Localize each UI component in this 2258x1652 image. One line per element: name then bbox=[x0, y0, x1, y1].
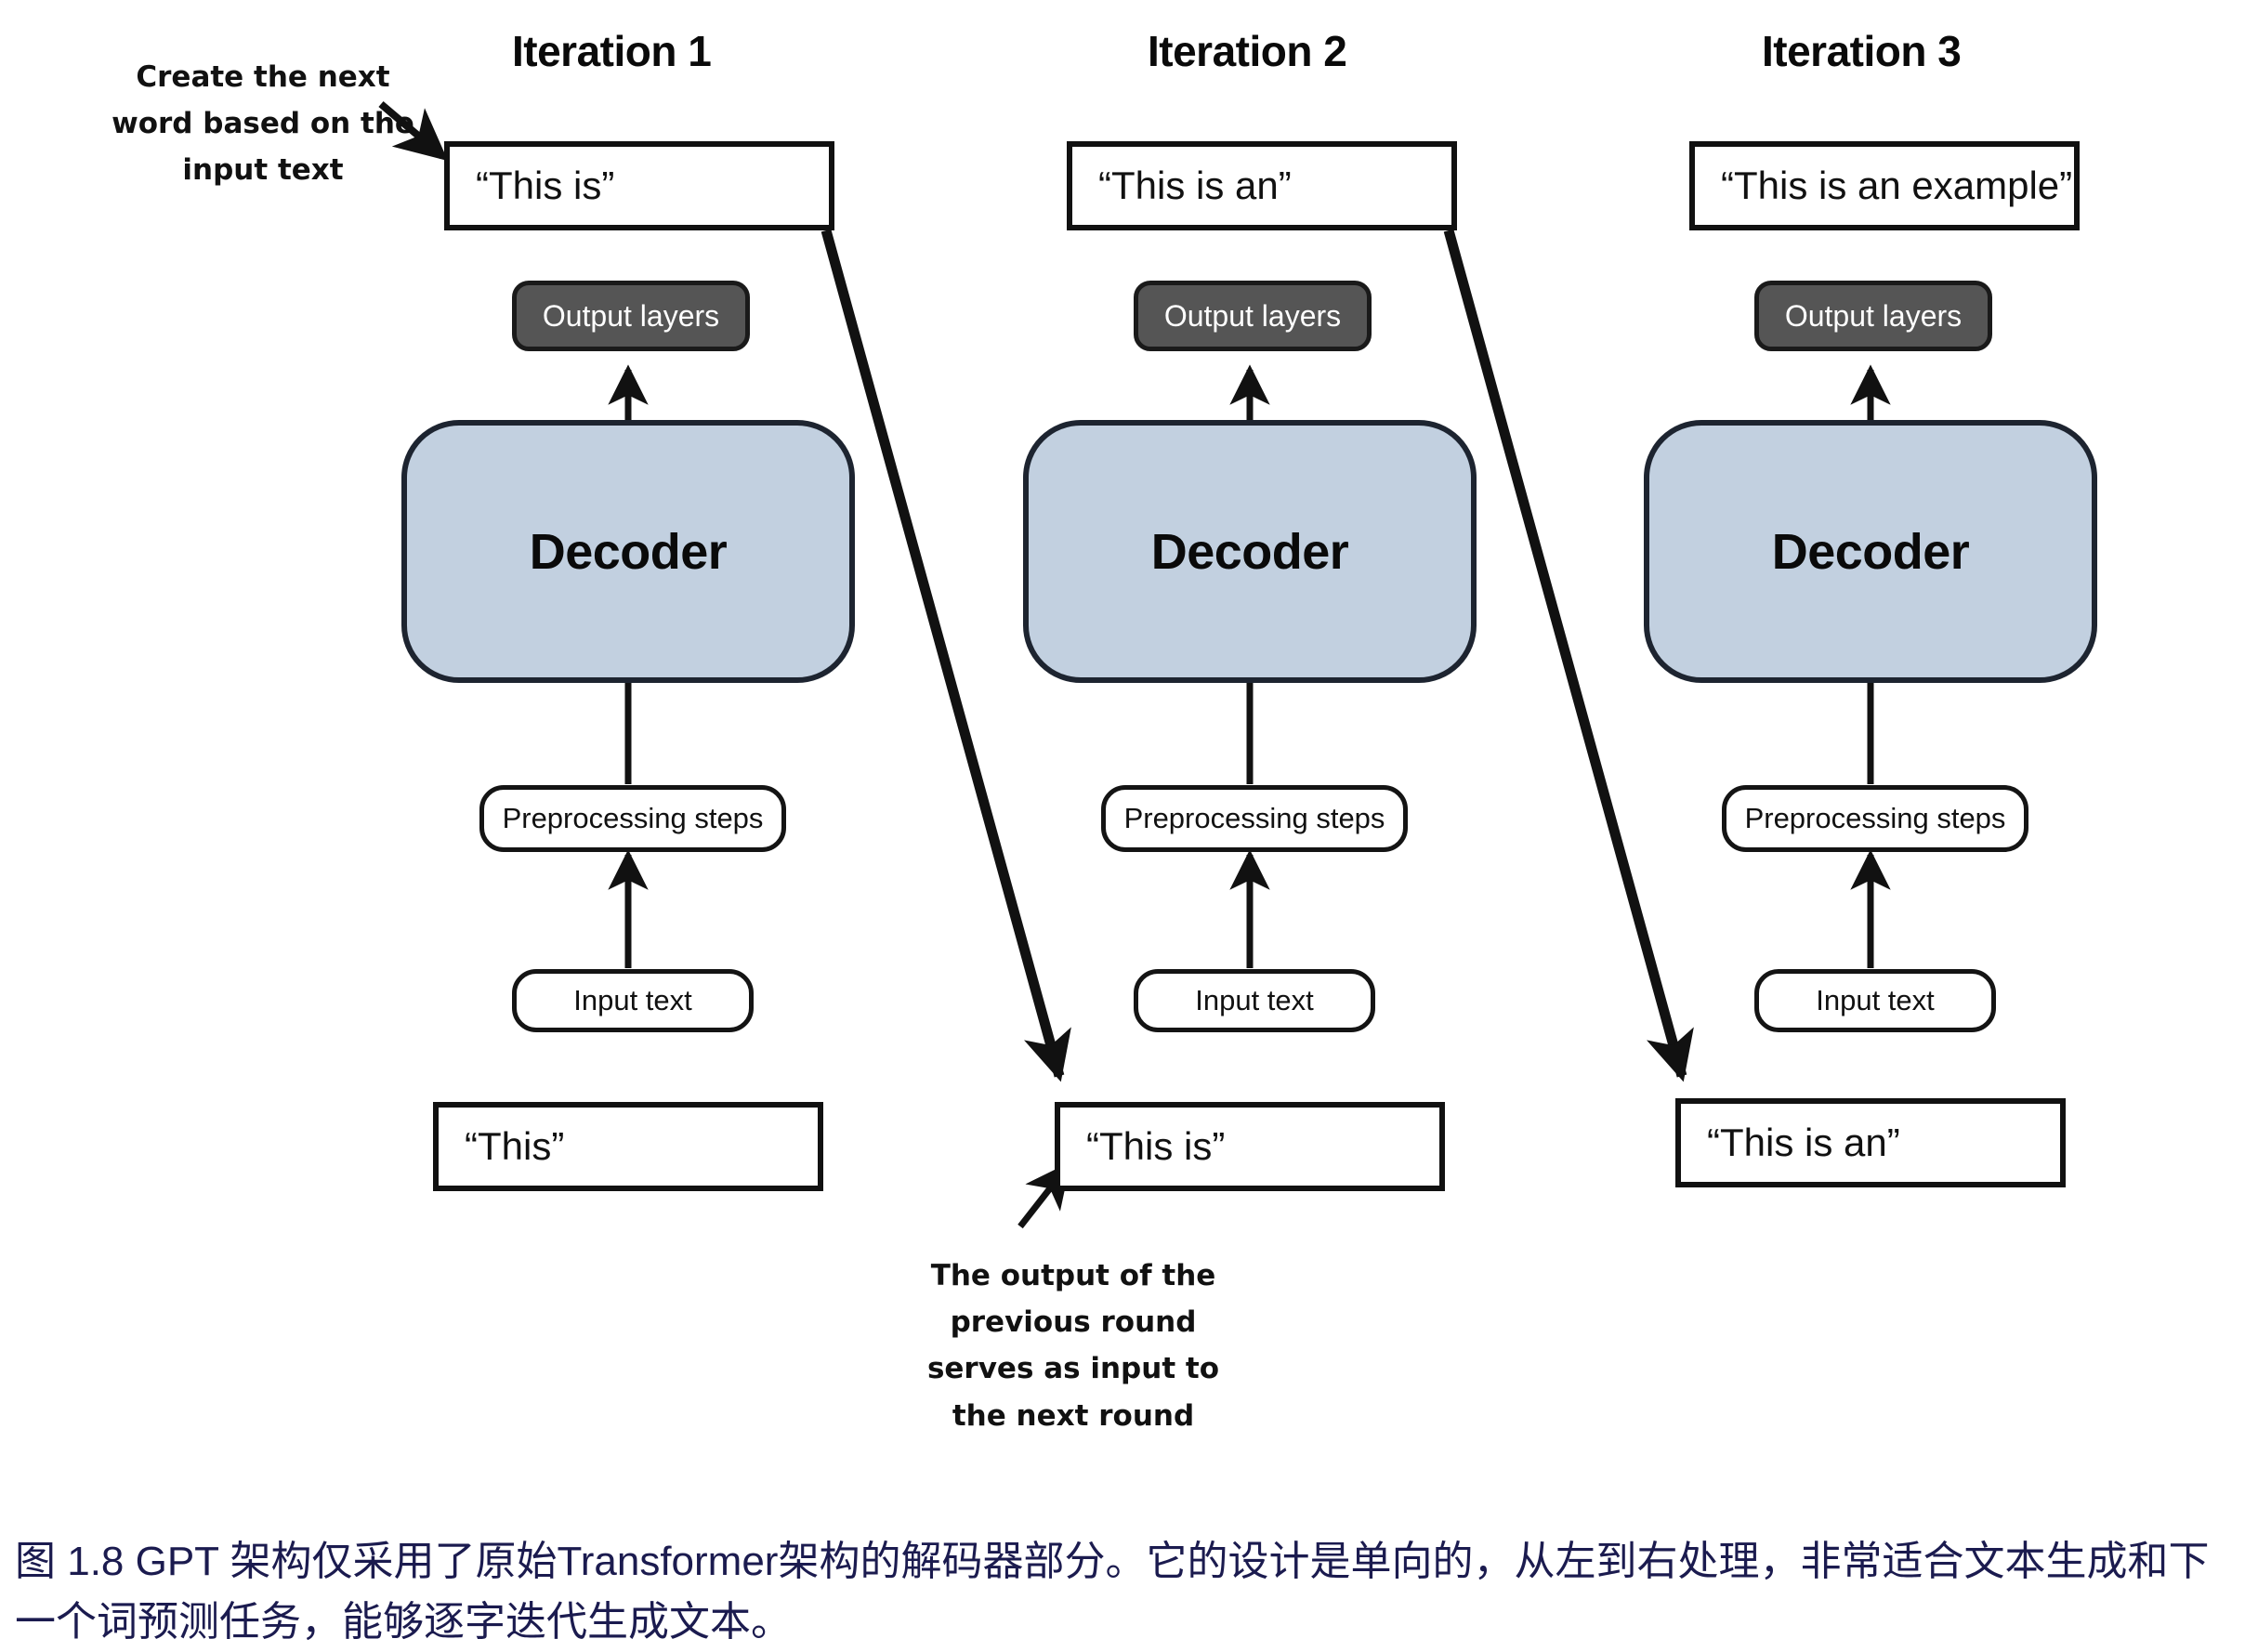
iteration-1-output-layers-label: Output layers bbox=[542, 298, 720, 333]
iteration-1-output-sentence-box: “This is” bbox=[444, 141, 834, 230]
iteration-1-preprocessing-label: Preprocessing steps bbox=[502, 802, 764, 834]
iteration-3-decoder-label: Decoder bbox=[1771, 523, 1970, 580]
iteration-3-output-layers-label: Output layers bbox=[1784, 298, 1963, 333]
column-header-iteration-3: Iteration 3 bbox=[1762, 27, 1962, 75]
iteration-3-output-layers-box: Output layers bbox=[1754, 281, 1992, 351]
iteration-2-input-sentence-text: “This is” bbox=[1086, 1124, 1226, 1168]
iteration-1-decoder-box: Decoder bbox=[401, 420, 855, 683]
iteration-2-input-text-label: Input text bbox=[1195, 984, 1314, 1016]
iteration-2-output-sentence-box: “This is an” bbox=[1067, 141, 1457, 230]
iteration-3-input-text-label: Input text bbox=[1816, 984, 1935, 1016]
diagonal-iter1-to-iter2 bbox=[820, 229, 1071, 1082]
iteration-3-input-sentence-text: “This is an” bbox=[1707, 1121, 1900, 1164]
iteration-2-output-layers-box: Output layers bbox=[1134, 281, 1372, 351]
annotation-output-serves-as-input: The output of the previous round serves … bbox=[926, 1259, 1220, 1433]
iteration-3-decoder-box: Decoder bbox=[1644, 420, 2097, 683]
iteration-2-input-text-box: Input text bbox=[1134, 969, 1375, 1032]
iteration-1-input-text-label: Input text bbox=[573, 984, 692, 1016]
column-header-iteration-1: Iteration 1 bbox=[512, 27, 712, 75]
iteration-2-output-layers-label: Output layers bbox=[1163, 298, 1342, 333]
iteration-3-preprocessing-label: Preprocessing steps bbox=[1744, 802, 2006, 834]
annotation-create-next-word: Create the next word based on the input … bbox=[112, 60, 414, 188]
iteration-3-output-sentence-text: “This is an example” bbox=[1721, 164, 2073, 207]
iteration-3-preprocessing-box: Preprocessing steps bbox=[1722, 785, 2028, 852]
iteration-2-preprocessing-box: Preprocessing steps bbox=[1101, 785, 1408, 852]
iteration-3-input-text-box: Input text bbox=[1754, 969, 1996, 1032]
iteration-2-decoder-box: Decoder bbox=[1023, 420, 1477, 683]
iteration-3-output-sentence-box: “This is an example” bbox=[1689, 141, 2080, 230]
figure-caption: 图 1.8 GPT 架构仅采用了原始Transformer架构的解码器部分。它的… bbox=[15, 1539, 2210, 1645]
iteration-2-decoder-label: Decoder bbox=[1150, 523, 1349, 580]
iteration-3-input-sentence-box: “This is an” bbox=[1675, 1098, 2066, 1187]
iteration-1-input-text-box: Input text bbox=[512, 969, 754, 1032]
iteration-1-output-sentence-text: “This is” bbox=[476, 164, 615, 207]
iteration-1-output-layers-box: Output layers bbox=[512, 281, 750, 351]
column-header-iteration-2: Iteration 2 bbox=[1148, 27, 1347, 75]
iteration-2-input-sentence-box: “This is” bbox=[1055, 1102, 1445, 1191]
diagonal-iter2-to-iter3 bbox=[1443, 229, 1694, 1082]
iteration-1-input-sentence-box: “This” bbox=[433, 1102, 823, 1191]
iteration-1-decoder-label: Decoder bbox=[529, 523, 728, 580]
iteration-2-preprocessing-label: Preprocessing steps bbox=[1123, 802, 1385, 834]
iteration-1-input-sentence-text: “This” bbox=[465, 1124, 565, 1168]
iteration-2-output-sentence-text: “This is an” bbox=[1098, 164, 1292, 207]
iteration-1-preprocessing-box: Preprocessing steps bbox=[479, 785, 786, 852]
